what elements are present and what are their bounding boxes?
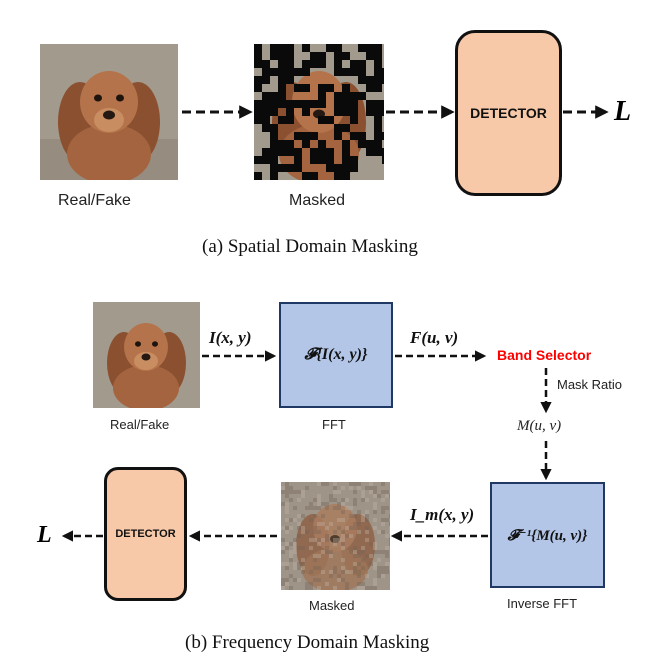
masked-signal-label: I_m(x, y) [410,505,475,524]
detector-box-b: DETECTOR [104,467,187,601]
band-selector-label: Band Selector [497,347,592,363]
detector-label-b: DETECTOR [115,528,176,540]
caption-b: (b) Frequency Domain Masking [185,632,430,653]
loss-label-b: L [37,522,52,548]
dog-image-masked-a [254,44,384,180]
mask-ratio-label: Mask Ratio [557,377,623,392]
dog-image-original-b [93,302,200,408]
dog-image-masked-b [281,482,390,590]
fft-formula: 𝓕{I(x, y)} [304,346,368,363]
masked-label-b: Masked [309,598,355,613]
input-label-a: Real/Fake [58,192,131,209]
ifft-box: 𝓕⁻¹{M(u, v)} [490,482,605,588]
ifft-formula: 𝓕⁻¹{M(u, v)} [507,527,588,544]
caption-a: (a) Spatial Domain Masking [202,236,418,257]
freq-label: F(u, v) [410,328,459,347]
ifft-label: Inverse FFT [507,596,578,611]
dog-image-original-a [40,44,178,180]
masked-label-a: Masked [289,192,346,209]
detector-box-a: DETECTOR [455,30,562,196]
fft-label: FFT [322,417,346,432]
loss-label-a: L [614,96,632,127]
fft-box: 𝓕{I(x, y)} [279,302,393,408]
input-label-b: Real/Fake [110,417,170,432]
masked-freq-label: M(u, v) [517,418,562,434]
signal-label: I(x, y) [209,328,252,347]
detector-label-a: DETECTOR [470,105,547,121]
